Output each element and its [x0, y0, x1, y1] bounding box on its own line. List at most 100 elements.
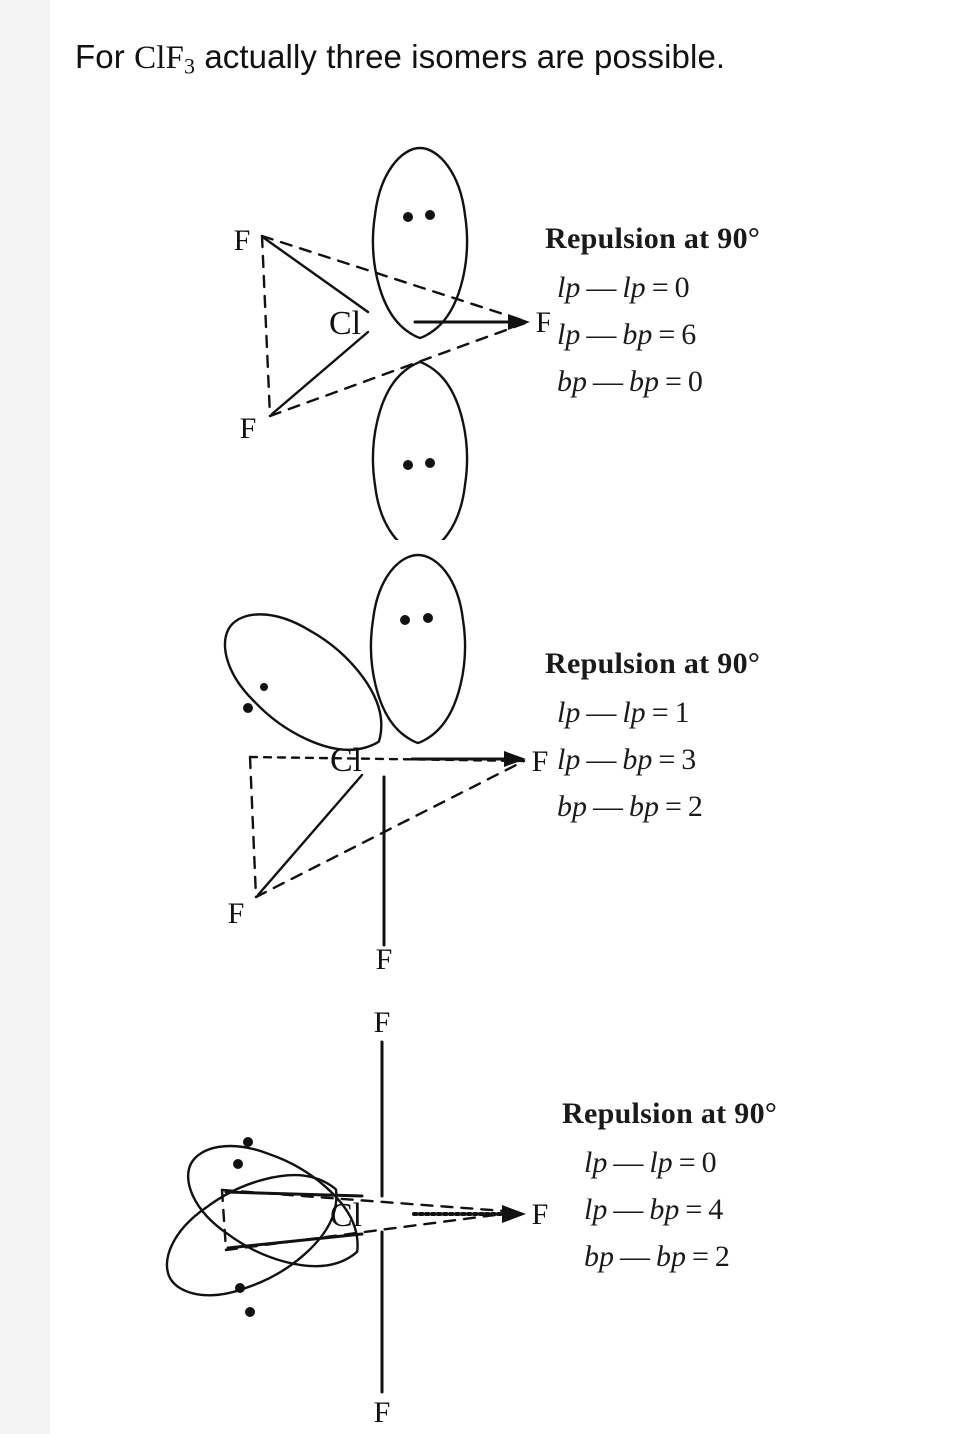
atom-label-f-down: F [374, 1396, 391, 1429]
equatorial-plane-bottom-edge [254, 759, 526, 899]
title-prefix: For [75, 38, 125, 75]
structure-diagram-2: Cl F F F [130, 545, 550, 975]
atom-label-cl: Cl [330, 1197, 362, 1234]
equatorial-plane-left-edge [248, 755, 258, 899]
repulsion-row-lp-bp: lp—bp=3 [545, 736, 760, 783]
bond-arrowhead-right [504, 751, 526, 767]
term-value: 0 [701, 1146, 717, 1179]
atom-label-f-upper-left: F [234, 224, 251, 257]
clf3-structure-svg-1: Cl F F F [234, 146, 550, 540]
atom-label-f-right: F [536, 306, 550, 339]
term-operator: — [586, 743, 617, 776]
bond-cl-f-upper-left [262, 236, 370, 314]
lone-pair-dots-upper-left [233, 1137, 253, 1169]
repulsion-row-bp-bp: bp—bp=2 [562, 1233, 777, 1280]
term-equals: = [658, 318, 676, 351]
clf3-structure-svg-2: Cl F F F [223, 553, 549, 975]
repulsion-panel-2: Repulsion at 90° lp—lp=1 lp—bp=3 bp—bp=2 [545, 645, 760, 830]
term-right: bp [629, 790, 659, 823]
atom-label-f-right: F [532, 745, 549, 778]
formula-main: ClF [134, 40, 184, 76]
repulsion-heading: Repulsion at 90° [545, 647, 761, 680]
lone-pair-lobe-lower-left [186, 1144, 359, 1268]
term-value: 2 [687, 790, 703, 823]
term-equals: = [651, 271, 669, 304]
term-value: 1 [674, 696, 690, 729]
equatorial-plane-top-edge [260, 234, 530, 324]
bond-cl-f-lower-left [270, 330, 370, 416]
formula-subscript: 3 [183, 53, 196, 79]
repulsion-row-lp-bp: lp—bp=4 [562, 1186, 777, 1233]
repulsion-panel-3: Repulsion at 90° lp—lp=0 lp—bp=4 bp—bp=2 [562, 1095, 777, 1280]
term-equals: = [665, 790, 682, 823]
equatorial-plane-left-edge [220, 1188, 228, 1252]
term-left: lp [557, 743, 581, 776]
term-operator: — [586, 696, 617, 729]
left-gutter [0, 0, 50, 1434]
structure-diagram-3: Cl F F F [130, 1000, 550, 1429]
term-left: lp [557, 318, 581, 351]
lone-pair-dots-up [403, 210, 435, 222]
lone-pair-lobe-up [371, 146, 469, 340]
atom-label-f-lower-left: F [228, 897, 245, 930]
lone-pair-dots-down [403, 458, 435, 470]
bond-line-upper-left [224, 1190, 364, 1198]
atom-label-cl: Cl [329, 305, 361, 342]
term-operator: — [620, 1240, 650, 1273]
structure-diagram-1: Cl F F F [130, 120, 550, 540]
term-right: bp [649, 1193, 680, 1226]
lone-pair-dots-upper-left [243, 683, 268, 713]
isomer-block-3: Cl F F F Repulsion at 90° lp—lp=0 lp—bp=… [50, 1000, 972, 1434]
term-operator: — [586, 271, 617, 304]
term-operator: — [593, 365, 623, 398]
term-operator: — [613, 1146, 644, 1179]
term-right: bp [629, 365, 659, 398]
term-left: lp [557, 271, 581, 304]
lone-pair-lobe-upper-left [165, 1174, 338, 1297]
term-operator: — [586, 318, 617, 351]
isomer-block-2: Cl F F F Repulsion at 90° lp—lp=1 lp—bp=… [50, 545, 972, 975]
lone-pair-dots-up [400, 613, 433, 625]
bond-arrowhead-right [508, 314, 530, 330]
title-suffix: actually three isomers are possible. [204, 38, 726, 75]
term-left: bp [584, 1240, 614, 1273]
page-title: For ClF3 actually three isomers are poss… [75, 36, 725, 88]
atom-label-f-up: F [374, 1006, 391, 1039]
term-operator: — [613, 1193, 644, 1226]
formula-clf3: ClF3 [134, 40, 196, 79]
bond-arrowhead-right [502, 1205, 526, 1223]
lone-pair-dots-lower-left [235, 1283, 255, 1317]
atom-label-cl: Cl [330, 742, 362, 779]
term-left: lp [557, 696, 581, 729]
term-operator: — [593, 790, 623, 823]
term-value: 0 [674, 271, 690, 304]
isomer-block-1: Cl F F F Repulsion at 90° lp—lp=0 lp—bp=… [50, 120, 972, 540]
bond-line-lower-left [226, 1232, 364, 1250]
equatorial-plane-bottom-edge [268, 320, 530, 418]
term-equals: = [678, 1146, 696, 1179]
lone-pair-lobe-down [371, 360, 469, 540]
atom-label-f-lower-left: F [240, 412, 257, 445]
term-equals: = [685, 1193, 703, 1226]
repulsion-row-lp-lp: lp—lp=0 [545, 264, 760, 311]
repulsion-heading: Repulsion at 90° [545, 222, 761, 255]
term-left: bp [557, 365, 587, 398]
term-value: 6 [681, 318, 697, 351]
repulsion-row-lp-lp: lp—lp=1 [545, 689, 760, 736]
repulsion-panel-1: Repulsion at 90° lp—lp=0 lp—bp=6 bp—bp=0 [545, 220, 760, 405]
term-value: 4 [708, 1193, 724, 1226]
term-value: 3 [681, 743, 697, 776]
term-value: 2 [714, 1240, 730, 1273]
term-equals: = [651, 696, 669, 729]
term-right: bp [622, 743, 653, 776]
clf3-structure-svg-3: Cl F F F [165, 1006, 548, 1429]
lone-pair-lobe-upper-left [223, 613, 383, 751]
term-left: lp [584, 1193, 608, 1226]
repulsion-row-lp-lp: lp—lp=0 [562, 1139, 777, 1186]
term-equals: = [658, 743, 676, 776]
repulsion-heading: Repulsion at 90° [562, 1097, 778, 1130]
term-equals: = [692, 1240, 709, 1273]
term-right: lp [622, 271, 646, 304]
atom-label-f-down: F [376, 943, 393, 975]
